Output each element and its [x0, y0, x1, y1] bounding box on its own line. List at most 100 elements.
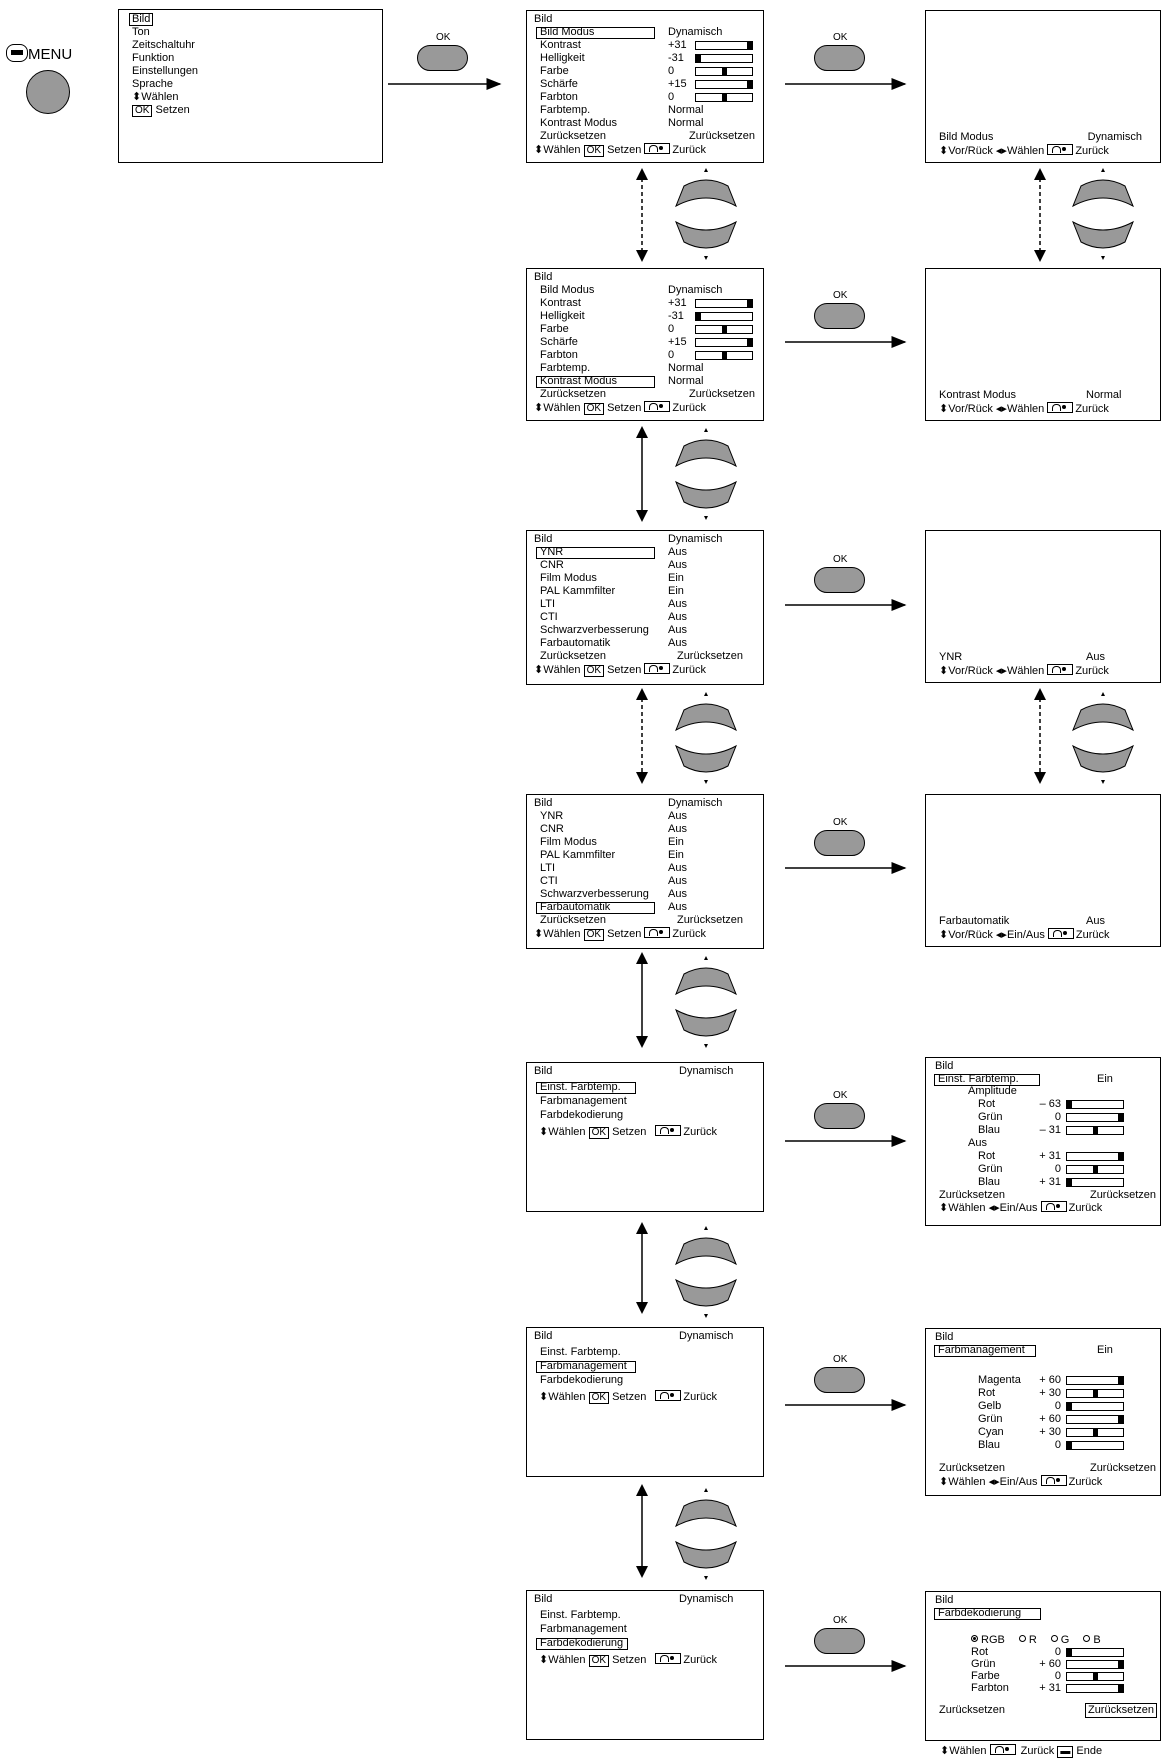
- up-key[interactable]: [1072, 168, 1134, 208]
- farbmanagement-heading-value: Ein: [1097, 1344, 1113, 1356]
- down-key[interactable]: [1072, 220, 1134, 260]
- vertical-arrow: [636, 426, 648, 522]
- color-row-value: 0: [1054, 1439, 1061, 1451]
- main-menu-item-ton[interactable]: Ton: [132, 26, 150, 38]
- radio-r[interactable]: [1018, 1635, 1026, 1642]
- up-key[interactable]: [675, 692, 737, 732]
- farbmanagement-heading: Farbmanagement: [938, 1344, 1025, 1356]
- main-menu-item-zeitschaltuhr[interactable]: Zeitschaltuhr: [132, 39, 195, 51]
- ok-button[interactable]: [814, 1103, 865, 1129]
- selection-highlight: [934, 1345, 1036, 1357]
- menu-row-label: Farbton: [540, 91, 578, 103]
- color-row-value: 0: [1054, 1400, 1061, 1412]
- value-bar: [1066, 1178, 1124, 1187]
- updown-icon: ⬍: [539, 1654, 549, 1666]
- selection-highlight: [536, 376, 655, 388]
- hint-setzen: Setzen: [604, 402, 645, 414]
- menu-row-value: Normal: [668, 375, 704, 387]
- hint-zurueck: Zurück: [1075, 145, 1109, 157]
- radio-b[interactable]: [1083, 1635, 1091, 1642]
- down-key[interactable]: [675, 1540, 737, 1580]
- hint-ende: Ende: [1073, 1745, 1103, 1757]
- value-bar: [695, 312, 753, 321]
- menu-title: Bild: [935, 1331, 954, 1343]
- hint-waehlen: Wählen: [548, 1654, 589, 1666]
- menu-row-label: LTI: [540, 598, 556, 610]
- main-menu-item-sprache[interactable]: Sprache: [132, 78, 173, 90]
- ok-button[interactable]: [814, 303, 865, 329]
- radio-rgb[interactable]: [971, 1635, 978, 1642]
- menu-row-value: 0: [668, 323, 675, 335]
- vertical-dashed-arrow: [636, 688, 648, 784]
- color-row-value: 0: [1054, 1111, 1061, 1123]
- menu-key[interactable]: MENU: [6, 44, 72, 63]
- menu-title: Bild: [935, 1594, 954, 1606]
- up-key[interactable]: [675, 1226, 737, 1266]
- color-row-value: 0: [1054, 1646, 1061, 1658]
- ok-button[interactable]: [814, 45, 865, 71]
- up-key[interactable]: [675, 1488, 737, 1528]
- updown-icon: ⬍: [534, 402, 544, 414]
- ok-button[interactable]: [417, 45, 468, 71]
- value-bar: [1066, 1113, 1124, 1122]
- up-key[interactable]: [675, 428, 737, 468]
- ok-button[interactable]: [814, 1367, 865, 1393]
- menu-footer: ⬍Wählen OK Setzen Zurück: [539, 1125, 717, 1139]
- down-key[interactable]: [1072, 744, 1134, 784]
- color-row-label: Grün: [971, 1658, 996, 1670]
- bar-indicator: [1118, 1377, 1123, 1384]
- menu-row-label: Farbton: [540, 349, 578, 361]
- return-key-icon: [1040, 1475, 1067, 1486]
- down-key[interactable]: [675, 744, 737, 784]
- hint-setzen: Setzen: [604, 144, 645, 156]
- main-menu-item-bild[interactable]: Bild: [129, 13, 154, 26]
- menu-row-value: Ein: [668, 572, 684, 584]
- menu-title-value: Dynamisch: [679, 1065, 734, 1077]
- down-key[interactable]: [675, 1008, 737, 1048]
- hint-vor-rueck: Vor/Rück: [948, 403, 996, 415]
- menu-row-label: Schwarzverbesserung: [540, 888, 649, 900]
- value-bar: [695, 67, 753, 76]
- menu-row-value: Aus: [668, 624, 687, 636]
- up-key[interactable]: [1072, 692, 1134, 732]
- sub-menu-item: Farbdekodierung: [540, 1374, 624, 1386]
- down-key[interactable]: [675, 1278, 737, 1318]
- color-row-label: Rot: [978, 1098, 996, 1110]
- menu-row-label: Schwarzverbesserung: [540, 624, 649, 636]
- bar-indicator: [1093, 1127, 1098, 1134]
- menu-title-value: Dynamisch: [668, 533, 723, 545]
- ok-key-icon: OK: [583, 665, 605, 677]
- menu-row-value: Aus: [668, 862, 687, 874]
- radio-label: R: [1028, 1634, 1037, 1646]
- value-bar: [695, 351, 753, 360]
- ok-button[interactable]: [814, 830, 865, 856]
- color-row-label: Magenta: [978, 1374, 1021, 1386]
- radio-g[interactable]: [1050, 1635, 1058, 1642]
- hint-waehlen: Wählen: [948, 1202, 989, 1214]
- main-menu-item-einstellungen[interactable]: Einstellungen: [132, 65, 199, 77]
- menu-row-label: Farbautomatik: [540, 637, 611, 649]
- up-key[interactable]: [675, 956, 737, 996]
- menu-round-button[interactable]: [26, 70, 70, 114]
- value-bar: [1066, 1415, 1124, 1424]
- menu-row-value: Aus: [668, 901, 687, 913]
- hint-zurueck: Zurück: [672, 664, 707, 676]
- hint-zurueck: Zurück: [683, 1391, 718, 1403]
- down-key[interactable]: [675, 480, 737, 520]
- aus-label: Aus: [968, 1137, 987, 1149]
- ok-key-icon: OK: [132, 105, 153, 117]
- ok-button[interactable]: [814, 1628, 865, 1654]
- bar-indicator: [1093, 1429, 1098, 1436]
- down-key[interactable]: [675, 220, 737, 260]
- menu-title: Bild: [534, 1065, 553, 1077]
- ok-button[interactable]: [814, 567, 865, 593]
- sub-menu-item: Farbmanagement: [540, 1360, 627, 1372]
- updown-icon: ⬍: [939, 145, 949, 157]
- up-key[interactable]: [675, 168, 737, 208]
- main-menu-item-funktion[interactable]: Funktion: [132, 52, 175, 64]
- selection-highlight: [536, 27, 655, 39]
- hint-waehlen: Wählen: [948, 1476, 989, 1488]
- hint-zurueck: Zurück: [683, 1126, 718, 1138]
